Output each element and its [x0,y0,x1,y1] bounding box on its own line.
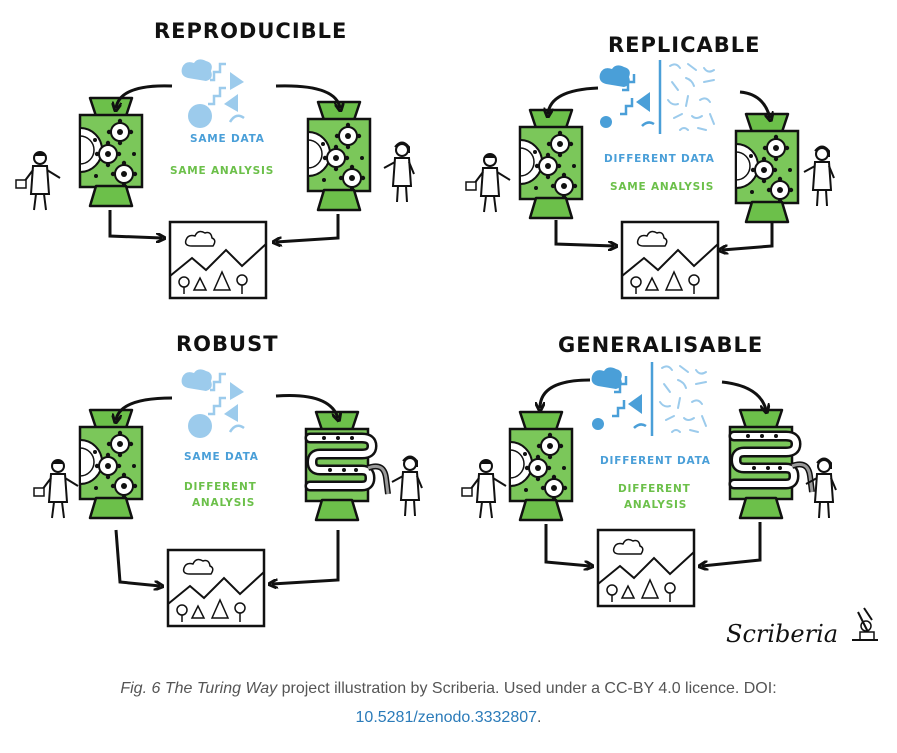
conveyor-machine-icon [730,410,812,518]
panel-reproducible: REPRODUCIBLE SAME DATA SAME ANALYSIS [15,19,415,300]
researcher-icon [803,145,835,207]
caption-figure-number: Fig. 6 [120,680,161,697]
same-data-icon [180,58,246,130]
analysis-machine-icon [80,98,142,206]
analysis-label-generalisable-line1: DIFFERENT [618,483,691,495]
result-landscape-icon [620,220,720,300]
panel-title-reproducible: REPRODUCIBLE [154,19,347,43]
panel-title-robust: ROBUST [176,332,279,356]
same-data-icon [180,368,246,440]
caption-end: . [537,709,542,726]
analysis-label-replicable: SAME ANALYSIS [610,181,714,193]
result-landscape-icon [166,548,266,628]
analysis-machine-icon [308,102,370,210]
data-label-generalisable: DIFFERENT DATA [600,455,711,467]
analysis-machine-icon [736,114,798,222]
panel-replicable: REPLICABLE DIFFERENT DATA SAME ANALYSIS [465,33,835,300]
conveyor-machine-icon [306,412,388,520]
analysis-label-reproducible: SAME ANALYSIS [170,165,274,177]
panel-title-generalisable: GENERALISABLE [558,333,763,357]
researcher-icon [33,459,79,519]
caption-text: project illustration by Scriberia. Used … [281,680,777,697]
analysis-label-robust-line2: ANALYSIS [192,497,255,509]
different-data-icon [598,58,716,136]
figure-caption: Fig. 6 The Turing Way project illustrati… [0,680,897,698]
data-label-robust: SAME DATA [184,451,259,463]
researcher-icon [391,455,423,517]
analysis-label-robust-line1: DIFFERENT [184,481,257,493]
panel-generalisable: GENERALISABLE DIFFERENT DATA DIFFERENT A… [461,333,837,608]
scriberia-signature: Scriberia [726,620,838,648]
result-landscape-icon [596,528,696,608]
researcher-icon [465,153,511,213]
caption-doi-line: 10.5281/zenodo.3332807. [0,709,897,727]
doi-link[interactable]: 10.5281/zenodo.3332807 [355,709,538,726]
caption-work-title: The Turing Way [164,680,278,697]
analysis-machine-icon [520,110,582,218]
panel-robust: ROBUST SAME DATA DIFFERENT ANALYSIS [33,332,423,628]
researcher-icon [15,151,61,211]
data-label-replicable: DIFFERENT DATA [604,153,715,165]
data-label-reproducible: SAME DATA [190,133,265,145]
analysis-machine-icon [80,410,142,518]
turing-way-illustration: REPRODUCIBLE SAME DATA SAME ANALYSIS REP… [15,19,878,648]
microscope-icon [852,607,878,641]
analysis-machine-icon [510,412,572,520]
researcher-icon [383,141,415,203]
researcher-icon [461,459,507,519]
different-data-icon [590,360,708,438]
result-landscape-icon [168,220,268,300]
panel-title-replicable: REPLICABLE [608,33,761,57]
analysis-label-generalisable-line2: ANALYSIS [624,499,687,511]
